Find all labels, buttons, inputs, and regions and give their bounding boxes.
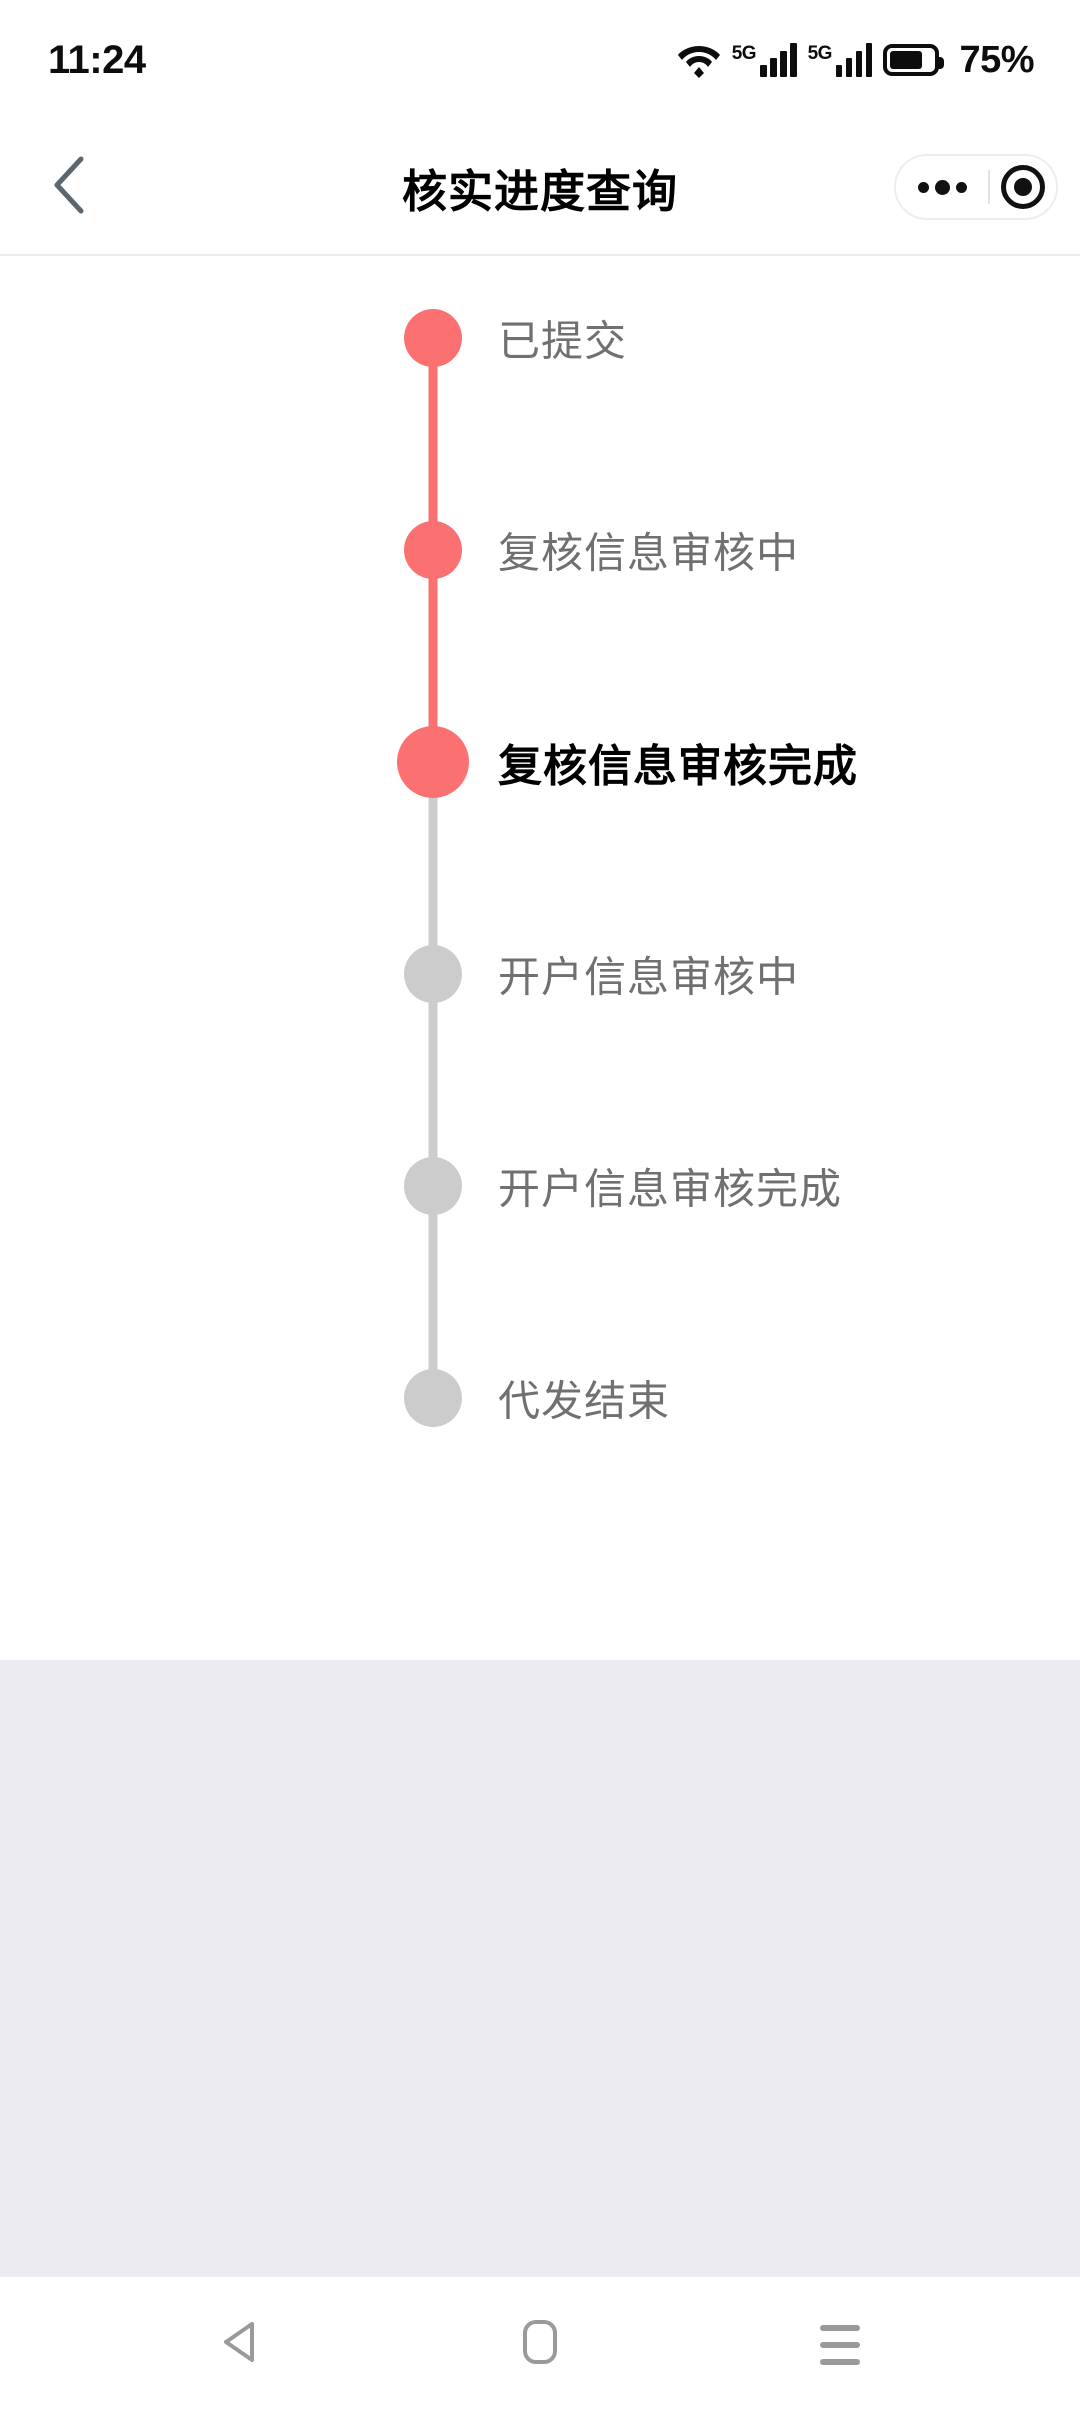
timeline-step-label: 开户信息审核完成: [498, 1164, 843, 1214]
signal-bars-icon: [835, 43, 873, 77]
sim1-signal: 5G: [732, 43, 797, 77]
capsule-divider: [987, 170, 990, 204]
wechat-capsule-bar: [894, 154, 1058, 220]
timeline-connector: [428, 338, 438, 550]
timeline-step-label: 已提交: [498, 316, 628, 366]
wifi-icon: [677, 42, 721, 78]
nav-back-triangle-icon: [220, 2320, 260, 2369]
nav-recents-lines-icon: [820, 2324, 860, 2365]
nav-home-button[interactable]: [480, 2300, 600, 2390]
timeline-step: 开户信息审核完成: [388, 1156, 1080, 1398]
timeline-dot-icon: [404, 945, 462, 1003]
status-bar: 11:24 5G 5G 75%: [0, 0, 1080, 120]
timeline-dot-icon: [404, 1369, 462, 1427]
sim2-network-label: 5G: [807, 43, 833, 64]
timeline-step-label: 开户信息审核中: [498, 952, 800, 1002]
status-bar-indicators: 5G 5G 75%: [677, 39, 1034, 82]
timeline-connector: [428, 762, 438, 974]
battery-percent-label: 75%: [959, 38, 1034, 81]
status-bar-clock: 11:24: [48, 37, 146, 82]
timeline-connector: [428, 974, 438, 1186]
timeline-step: 复核信息审核完成: [388, 726, 1080, 974]
sim1-network-label: 5G: [731, 43, 757, 64]
nav-back-button[interactable]: [180, 2300, 300, 2390]
timeline-connector: [428, 1186, 438, 1398]
page-title: 核实进度查询: [401, 164, 678, 218]
timeline-step-label: 代发结束: [498, 1376, 671, 1426]
timeline-step: 已提交: [388, 308, 1080, 550]
nav-home-square-icon: [521, 2318, 559, 2371]
timeline-connector: [428, 550, 438, 762]
more-dots-icon[interactable]: [907, 179, 977, 195]
timeline-dot-icon: [397, 726, 469, 798]
battery-icon: [883, 44, 945, 76]
timeline-step-label: 复核信息审核完成: [498, 741, 858, 792]
progress-timeline: 已提交复核信息审核中复核信息审核完成开户信息审核中开户信息审核完成代发结束: [0, 308, 1080, 1488]
signal-bars-icon: [760, 43, 797, 77]
timeline-dot-icon: [404, 309, 462, 367]
timeline-dot-icon: [404, 521, 462, 579]
target-circle-icon[interactable]: [1000, 165, 1045, 209]
back-chevron-icon: [51, 155, 85, 220]
back-button[interactable]: [30, 149, 106, 225]
progress-card: 已提交复核信息审核中复核信息审核完成开户信息审核中开户信息审核完成代发结束: [0, 256, 1080, 1660]
page-header: 核实进度查询: [0, 120, 1080, 256]
timeline-step: 复核信息审核中: [388, 520, 1080, 762]
timeline-step: 代发结束: [388, 1368, 1080, 1488]
page-background-filler: [0, 1660, 1080, 2277]
timeline-step-label: 复核信息审核中: [498, 528, 800, 578]
nav-recents-button[interactable]: [780, 2300, 900, 2390]
android-navigation-bar: [0, 2277, 1080, 2412]
timeline-step: 开户信息审核中: [388, 944, 1080, 1186]
sim2-signal: 5G: [808, 43, 873, 77]
timeline-dot-icon: [404, 1157, 462, 1215]
